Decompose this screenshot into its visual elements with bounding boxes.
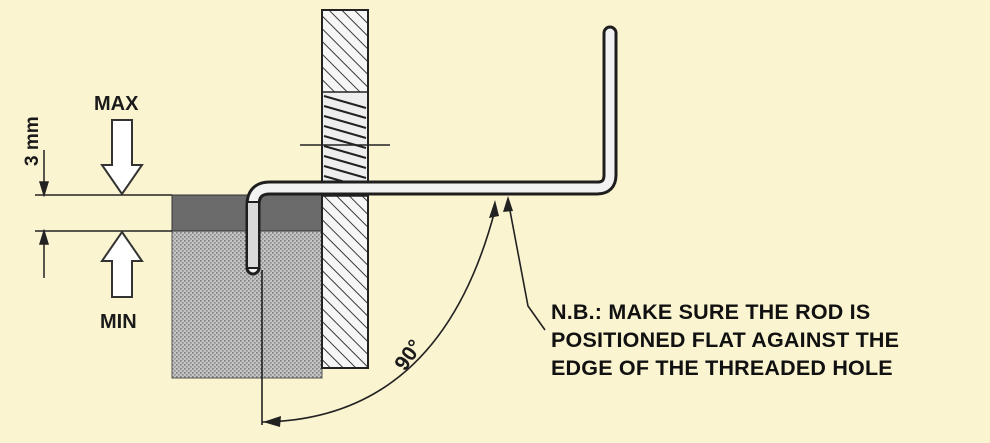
note-line-1: N.B.: MAKE SURE THE ROD IS [551, 300, 871, 324]
angle-arrow-top-icon [489, 200, 499, 218]
dimension-lines [35, 150, 172, 278]
note-line-3: EDGE OF THE THREADED HOLE [551, 356, 893, 380]
max-arrow-icon [100, 119, 144, 196]
dimension-label: 3 mm [22, 116, 43, 166]
note-line-2: POSITIONED FLAT AGAINST THE [551, 328, 900, 352]
angle-label: 90° [390, 336, 427, 375]
angle-arc [261, 209, 496, 425]
max-label: MAX [94, 93, 139, 115]
min-label: MIN [100, 311, 137, 333]
threaded-hole [321, 91, 369, 197]
min-arrow-icon [100, 230, 144, 298]
rod-tip [246, 201, 260, 269]
instruction-note: N.B.: MAKE SURE THE ROD IS POSITIONED FL… [551, 298, 981, 382]
dipstick-rod [245, 25, 618, 276]
angle-arrow-bottom-icon [263, 416, 281, 427]
note-leader-line [503, 196, 546, 331]
